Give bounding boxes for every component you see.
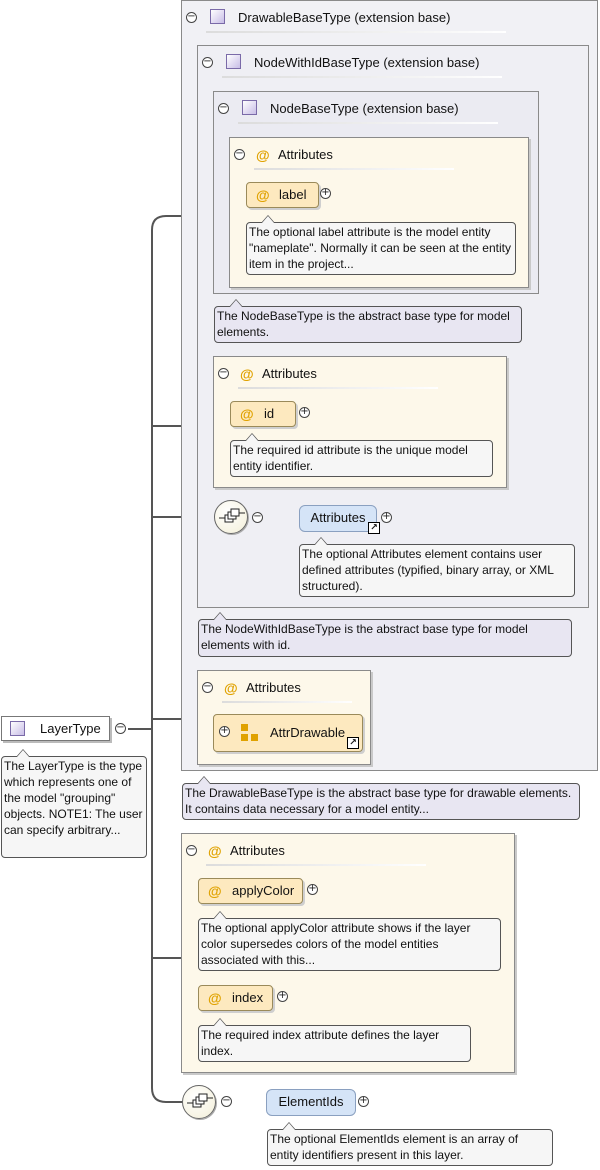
label-attribute-name: label (279, 187, 307, 202)
collapse-icon[interactable]: − (218, 367, 229, 379)
id-attribute-note: The required id attribute is the unique … (230, 433, 493, 477)
expand-icon[interactable]: + (358, 1095, 369, 1107)
apply-color-attribute-note-text: The optional applyColor attribute shows … (201, 921, 471, 967)
index-attribute[interactable]: @ index (198, 985, 273, 1011)
layer-type-note-text: The LayerType is the type which represen… (4, 759, 143, 837)
link-arrow-icon[interactable]: ↗ (368, 522, 380, 534)
attributes-element-note-text: The optional Attributes element contains… (302, 547, 554, 593)
complex-type-icon (210, 9, 225, 24)
sequence-icon (219, 508, 245, 523)
attribute-icon: @ (208, 883, 222, 899)
element-ids-element[interactable]: ElementIds (266, 1089, 356, 1116)
id-attribute[interactable]: @ id (230, 401, 296, 427)
attributes-title: Attributes (230, 843, 285, 858)
index-attribute-note-text: The required index attribute defines the… (201, 1028, 440, 1058)
collapse-icon[interactable]: − (202, 56, 213, 68)
collapse-icon[interactable]: − (186, 11, 197, 23)
attributes-title: Attributes (262, 366, 317, 381)
connector-label (151, 215, 230, 729)
attribute-icon: @ (240, 366, 254, 382)
drawable-base-type-note-text: The DrawableBaseType is the abstract bas… (185, 786, 572, 816)
node-with-id-base-type-note-text: The NodeWithIdBaseType is the abstract b… (201, 622, 528, 652)
attributes-element[interactable]: Attributes (299, 505, 377, 532)
element-ids-note-text: The optional ElementIds element is an ar… (270, 1132, 519, 1162)
complex-type-icon (226, 54, 241, 69)
attribute-icon: @ (208, 990, 222, 1006)
attribute-icon: @ (256, 147, 270, 163)
attributes-element-note: The optional Attributes element contains… (299, 537, 575, 597)
index-attribute-name: index (232, 990, 264, 1005)
collapse-icon[interactable]: − (218, 102, 229, 114)
layer-type-note: The LayerType is the type which represen… (1, 749, 147, 858)
sequence-compositor-icon[interactable] (214, 500, 248, 534)
complex-type-icon (242, 100, 257, 115)
attribute-icon: @ (224, 680, 238, 696)
collapse-icon[interactable]: − (252, 511, 263, 523)
attributes-element-label: Attributes (310, 510, 366, 525)
node-base-type-title: NodeBaseType (extension base) (270, 101, 459, 116)
expand-icon[interactable]: + (299, 406, 310, 418)
attribute-icon: @ (208, 843, 222, 859)
node-with-id-base-type-title: NodeWithIdBaseType (extension base) (254, 55, 480, 70)
collapse-icon[interactable]: − (115, 722, 126, 734)
element-ids-note: The optional ElementIds element is an ar… (267, 1122, 553, 1166)
label-attribute-note-text: The optional label attribute is the mode… (249, 225, 511, 271)
node-base-type-note: The NodeBaseType is the abstract base ty… (214, 299, 522, 343)
expand-icon[interactable]: + (219, 725, 230, 737)
expand-icon[interactable]: + (277, 990, 288, 1002)
sequence-icon (187, 1093, 213, 1108)
layer-type-node[interactable]: LayerType (1, 716, 110, 741)
expand-icon[interactable]: + (307, 883, 318, 895)
attributes-title: Attributes (246, 680, 301, 695)
attr-drawable-label: AttrDrawable (270, 725, 346, 740)
sequence-compositor-icon[interactable] (182, 1085, 216, 1119)
label-attribute[interactable]: @ label (246, 182, 319, 208)
apply-color-attribute-note: The optional applyColor attribute shows … (198, 911, 501, 971)
complex-type-icon (10, 721, 25, 736)
node-base-type-note-text: The NodeBaseType is the abstract base ty… (217, 309, 510, 339)
connector-layer-attributes (151, 729, 182, 959)
expand-icon[interactable]: + (381, 511, 392, 523)
collapse-icon[interactable]: − (221, 1095, 232, 1107)
collapse-icon[interactable]: − (234, 148, 245, 160)
attributes-title: Attributes (278, 147, 333, 162)
attr-drawable-group[interactable]: + AttrDrawable ↗ (213, 714, 363, 752)
id-attribute-note-text: The required id attribute is the unique … (233, 443, 468, 473)
drawable-base-type-title: DrawableBaseType (extension base) (238, 10, 451, 25)
id-attribute-name: id (264, 406, 275, 421)
apply-color-attribute-name: applyColor (232, 883, 295, 898)
expand-icon[interactable]: + (320, 187, 331, 199)
layer-type-label: LayerType (40, 721, 101, 736)
label-attribute-note: The optional label attribute is the mode… (246, 215, 516, 275)
link-arrow-icon[interactable]: ↗ (347, 737, 359, 749)
attribute-group-icon (241, 724, 258, 741)
attribute-icon: @ (240, 406, 254, 422)
attribute-icon: @ (256, 187, 270, 203)
collapse-icon[interactable]: − (202, 681, 213, 693)
collapse-icon[interactable]: − (186, 844, 197, 856)
node-with-id-base-type-note: The NodeWithIdBaseType is the abstract b… (198, 612, 572, 657)
index-attribute-note: The required index attribute defines the… (198, 1018, 471, 1062)
apply-color-attribute[interactable]: @ applyColor (198, 878, 303, 904)
connector-element-ids (151, 958, 183, 1103)
element-ids-label: ElementIds (278, 1094, 344, 1109)
drawable-base-type-note: The DrawableBaseType is the abstract bas… (182, 776, 580, 820)
